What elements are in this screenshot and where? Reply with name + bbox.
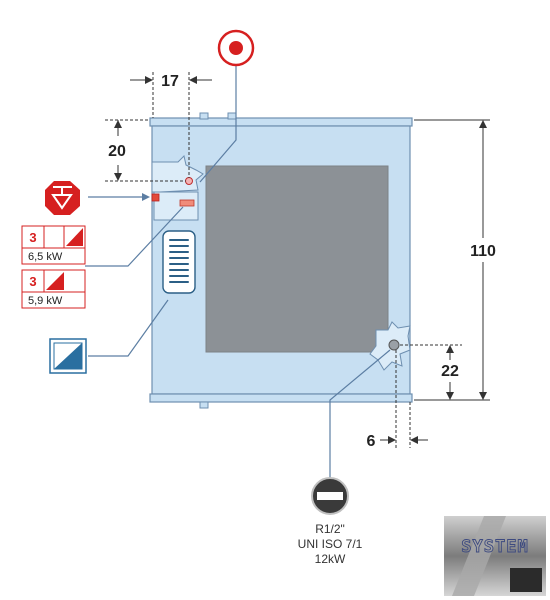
top-knob-left bbox=[199, 112, 209, 120]
gas-thread-label: R1/2" bbox=[315, 522, 345, 536]
bottom-foot bbox=[199, 401, 209, 409]
appliance-front-view bbox=[149, 112, 413, 409]
dim-label-110: 110 bbox=[470, 243, 496, 260]
dimension-arrowheads bbox=[114, 76, 487, 444]
phase-count-b: 3 bbox=[29, 274, 36, 289]
system-logo: SYSTEM bbox=[444, 516, 546, 596]
leader-lines bbox=[85, 66, 391, 480]
equipotential-terminal bbox=[151, 193, 160, 202]
power-terminal bbox=[179, 199, 195, 207]
logo-text: SYSTEM bbox=[461, 537, 528, 557]
vent-slots bbox=[169, 239, 189, 283]
equipotential-icon bbox=[45, 181, 80, 215]
dim-label-22: 22 bbox=[441, 363, 459, 380]
three-phase-badge-b: 3 5,9 kW bbox=[21, 269, 86, 309]
phase-count-a: 3 bbox=[29, 230, 36, 245]
record-dot-icon bbox=[229, 41, 243, 55]
leader-arrow-equipotential bbox=[142, 193, 150, 201]
oven-window bbox=[205, 165, 389, 353]
dim-label-17: 17 bbox=[161, 73, 179, 90]
diagonal-square-icon bbox=[49, 338, 87, 374]
gas-standard-label: UNI ISO 7/1 bbox=[298, 537, 363, 551]
three-phase-badge-a: 3 6,5 kW bbox=[21, 225, 86, 265]
phase-triangle-icon bbox=[66, 228, 83, 246]
gas-connection-icon bbox=[311, 477, 349, 515]
top-knob-right bbox=[227, 112, 237, 120]
dimension-lines bbox=[105, 72, 490, 448]
bottom-lip bbox=[149, 393, 413, 403]
gas-inlet bbox=[388, 339, 400, 351]
electrical-entry-point bbox=[185, 177, 193, 185]
dim-label-6: 6 bbox=[367, 433, 376, 450]
electrical-entry-symbol bbox=[217, 29, 255, 67]
power-rating-b: 5,9 kW bbox=[28, 295, 63, 307]
power-rating-a: 6,5 kW bbox=[28, 251, 63, 263]
phase-triangle-icon bbox=[46, 272, 64, 290]
gas-power-label: 12kW bbox=[315, 552, 346, 566]
dim-label-20: 20 bbox=[108, 143, 126, 160]
